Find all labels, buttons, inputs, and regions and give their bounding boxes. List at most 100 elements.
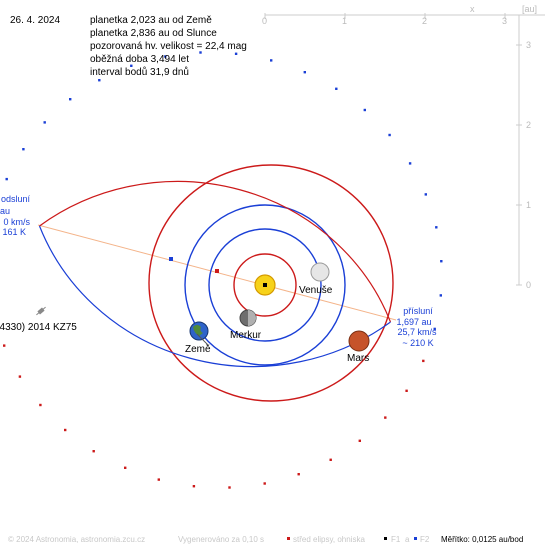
y-tick-label-0: 0 <box>526 280 531 290</box>
asteroid-orbit-south <box>38 225 391 368</box>
f1-legend-text: F1 <box>391 535 401 544</box>
venus-label: Venuše <box>299 285 333 296</box>
orbit-point <box>422 359 425 363</box>
orbit-point <box>433 327 436 331</box>
mercury-lit-side <box>248 310 256 326</box>
center-legend-text: střed elipsy, ohniska <box>293 535 365 544</box>
orbit-point <box>234 52 238 55</box>
orbit-point <box>358 439 361 442</box>
perihelion-speed: 25,7 km/s <box>397 327 437 337</box>
perihelion-title: přísluní <box>403 306 433 316</box>
earth-label: Země <box>185 344 211 355</box>
earth: Země <box>185 321 211 355</box>
orbit-point <box>3 344 6 347</box>
aphelion-distance: 08 au <box>0 206 10 216</box>
orbit-point <box>199 51 202 54</box>
orbit-point <box>384 416 387 419</box>
mars-label: Mars <box>347 353 369 364</box>
orbit-point <box>130 64 133 67</box>
orbit-point <box>363 108 366 112</box>
orbit-point <box>263 482 266 485</box>
mars-orbit <box>148 164 394 402</box>
perihelion-annotation: přísluní 1,697 au 25,7 km/s ~ 210 K <box>396 306 437 348</box>
aphelion-temperature: 161 K <box>2 227 26 237</box>
x-tick-label-3: 3 <box>502 16 507 26</box>
orbit-point <box>297 473 300 476</box>
date-label: 26. 4. 2024 <box>10 15 60 26</box>
unit-label: [au] <box>522 4 537 14</box>
axes: 0 1 2 3 x [au] 3 2 1 0 <box>262 4 545 290</box>
orbit-point <box>439 294 442 297</box>
legend-and-text: a <box>405 535 410 544</box>
mercury-label: Merkur <box>230 330 262 341</box>
orbit-point <box>270 59 273 62</box>
mars-icon <box>348 330 370 352</box>
asteroid-orbit-north <box>39 180 392 323</box>
center-legend-marker <box>287 537 290 540</box>
orbit-point <box>329 458 332 461</box>
scale-text: Měřítko: 0,0125 au/bod <box>441 535 523 544</box>
venus-orbit <box>208 228 322 342</box>
y-tick-label-3: 3 <box>526 40 531 50</box>
ellipse-center-marker <box>215 269 219 273</box>
orbit-point <box>5 177 8 181</box>
orbit-point <box>92 450 95 453</box>
x-tick-label-2: 2 <box>422 16 427 26</box>
x-axis-label: x <box>470 4 475 14</box>
sun <box>254 274 276 296</box>
asteroid: 54330) 2014 KZ75 <box>0 306 77 333</box>
f2-legend-marker <box>414 537 417 540</box>
period-info: oběžná doba 3,494 let <box>90 54 189 65</box>
mars: Mars <box>347 330 370 364</box>
focus-f1-marker <box>263 283 267 287</box>
orbit-point <box>440 260 443 263</box>
sun-distance-info: planetka 2,836 au od Slunce <box>90 28 217 39</box>
y-tick-label-2: 2 <box>526 120 531 130</box>
x-tick-label-0: 0 <box>262 16 267 26</box>
orbit-point <box>98 79 101 82</box>
asteroid-label: 54330) 2014 KZ75 <box>0 322 77 333</box>
copyright-text: © 2024 Astronomia, astronomia.zcu.cz <box>8 535 145 544</box>
aphelion-annotation: odsluní 08 au 0 km/s 161 K <box>0 194 30 237</box>
orbit-point <box>405 389 408 392</box>
aphelion-title: odsluní <box>1 194 31 204</box>
orbit-point <box>335 87 338 90</box>
orbit-point <box>424 193 427 196</box>
f1-legend-marker <box>384 537 387 540</box>
footer: © 2024 Astronomia, astronomia.zcu.cz Vyg… <box>8 535 523 544</box>
f2-legend-text: F2 <box>420 535 430 544</box>
orbit-point <box>303 71 306 74</box>
orbit-point <box>64 428 67 432</box>
mercury-orbit <box>233 253 297 317</box>
focus-f2-marker <box>169 257 173 261</box>
interval-info: interval bodů 31,9 dnů <box>90 66 189 78</box>
orbit-point <box>43 121 46 124</box>
generated-text: Vygenerováno za 0,10 s <box>178 535 264 544</box>
orbit-point <box>435 226 438 229</box>
orbit-point <box>408 162 412 165</box>
earth-continent <box>193 325 203 336</box>
earth-asteroid-line <box>196 333 209 346</box>
perihelion-temperature: ~ 210 K <box>402 338 433 348</box>
orbit-point <box>164 55 167 58</box>
earth-distance-info: planetka 2,023 au od Země <box>90 15 212 26</box>
asteroid-icon <box>36 306 46 316</box>
aphelion-speed: 0 km/s <box>3 217 30 227</box>
mercury: Merkur <box>230 309 262 341</box>
orbit-point <box>39 403 42 407</box>
magnitude-info: pozorovaná hv. velikost = 22,4 mag <box>90 41 247 52</box>
perihelion-distance: 1,697 au <box>396 317 431 327</box>
orbit-point <box>228 486 231 489</box>
x-tick-label-1: 1 <box>342 16 347 26</box>
earth-orbit <box>184 204 346 366</box>
orbit-point <box>388 133 391 137</box>
orbit-point <box>69 98 72 101</box>
venus: Venuše <box>299 262 333 296</box>
orbit-interval-points <box>3 51 443 489</box>
orbit-point <box>157 478 160 481</box>
venus-icon <box>310 262 330 282</box>
orbit-point <box>18 375 22 378</box>
y-tick-label-1: 1 <box>526 200 531 210</box>
